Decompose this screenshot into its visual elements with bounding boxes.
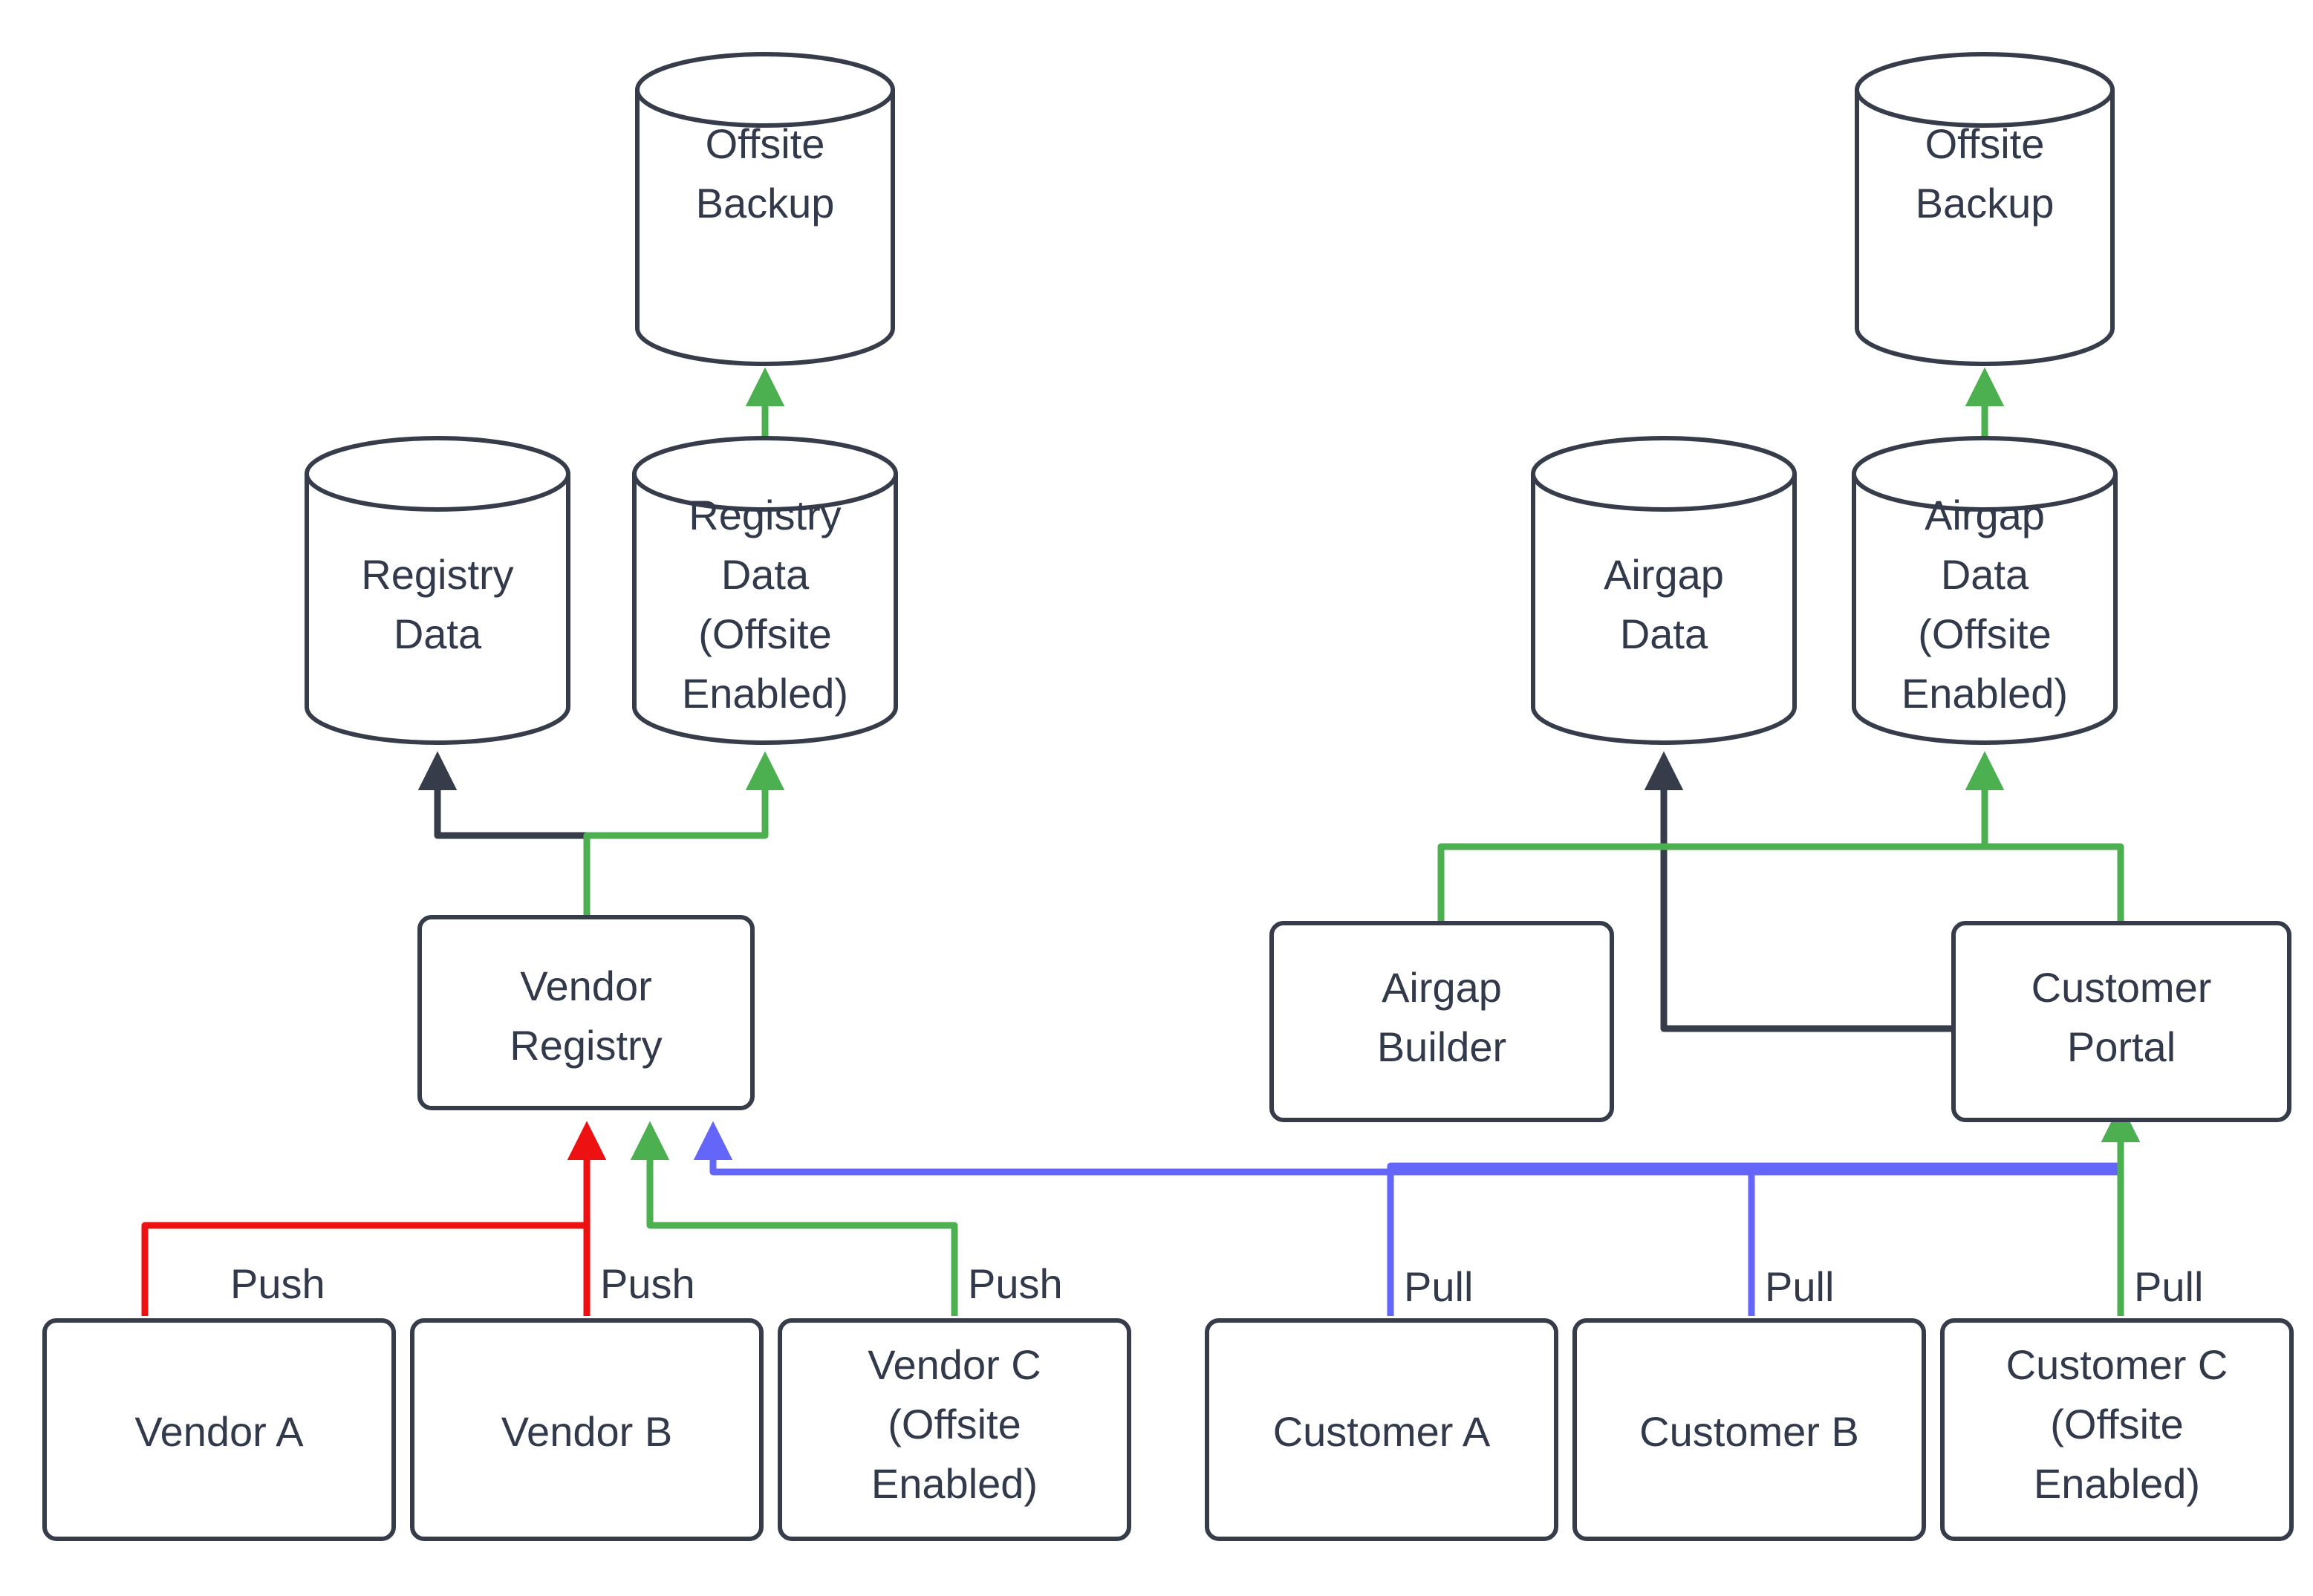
node-label-line: Customer C <box>2006 1341 2228 1388</box>
edge-customera-to-customerportal <box>1387 1103 2141 1316</box>
node-label-line: Vendor C <box>868 1341 1041 1388</box>
node-label-line: Airgap <box>1604 551 1724 598</box>
node-label-line: Backup <box>1916 180 2055 227</box>
node-label-line: Customer A <box>1273 1408 1491 1455</box>
edge-customerportal-to-airgapdata <box>1644 751 1953 1032</box>
node-label-line: Offsite <box>706 120 825 167</box>
node-vendor-c[interactable]: Vendor C (Offsite Enabled) <box>778 1318 1131 1541</box>
node-airgap-data-offsite[interactable]: Airgap Data (Offsite Enabled) <box>1852 436 2118 745</box>
node-vendor-b[interactable]: Vendor B <box>410 1318 764 1541</box>
node-registry-data[interactable]: Registry Data <box>305 436 570 745</box>
node-customer-b[interactable]: Customer B <box>1572 1318 1926 1541</box>
node-vendor-a[interactable]: Vendor A <box>42 1318 396 1541</box>
node-label-line: Registry <box>510 1022 662 1069</box>
node-label-line: Vendor A <box>134 1408 304 1455</box>
node-label-line: Builder <box>1377 1023 1506 1070</box>
edge-label-pull-customer-c: Pull <box>2134 1263 2203 1310</box>
edge-vendorregistry-to-registrydataoffsite <box>583 751 785 915</box>
node-label-line: (Offsite <box>888 1401 1021 1447</box>
node-label-line: Enabled) <box>2034 1460 2200 1507</box>
node-label-line: Enabled) <box>871 1460 1038 1507</box>
edge-airgapbuilder-to-airgapdataoffsite <box>1437 751 2005 921</box>
node-label-line: Data <box>394 610 482 657</box>
node-label-line: Offsite <box>1925 120 2045 167</box>
node-label-line: Airgap <box>1925 492 2045 538</box>
node-label-line: (Offsite <box>1918 610 2051 657</box>
node-label-line: Customer B <box>1639 1408 1859 1455</box>
node-vendor-registry[interactable]: Vendor Registry <box>417 915 755 1110</box>
node-registry-data-offsite[interactable]: Registry Data (Offsite Enabled) <box>632 436 898 745</box>
node-airgap-builder[interactable]: Airgap Builder <box>1269 921 1614 1122</box>
edge-label-pull-customer-b: Pull <box>1765 1263 1834 1310</box>
edge-label-push-vendor-c: Push <box>968 1260 1063 1307</box>
node-label-line: Data <box>1620 610 1708 657</box>
node-label-line: Enabled) <box>1902 670 2068 717</box>
node-label-line: Backup <box>696 180 835 227</box>
node-label-line: Data <box>1941 551 2029 598</box>
node-label-line: (Offsite <box>698 610 831 657</box>
edge-vendorc-to-vendorregistry <box>630 1121 958 1316</box>
edge-vendorregistry-to-registrydata <box>417 751 591 915</box>
node-customer-portal[interactable]: Customer Portal <box>1951 921 2291 1122</box>
node-label-line: Registry <box>689 492 841 538</box>
edge-label-push-vendor-b: Push <box>600 1260 695 1307</box>
node-customer-a[interactable]: Customer A <box>1205 1318 1558 1541</box>
node-label-line: Enabled) <box>682 670 848 717</box>
node-label-line: Data <box>721 551 810 598</box>
node-customer-c[interactable]: Customer C (Offsite Enabled) <box>1940 1318 2294 1541</box>
node-offsite-backup-right[interactable]: Offsite Backup <box>1855 52 2115 366</box>
node-label-line: Customer <box>2031 964 2212 1011</box>
node-label-line: Portal <box>2067 1023 2176 1070</box>
node-label-line: (Offsite <box>2050 1401 2183 1447</box>
node-label-line: Airgap <box>1382 964 1502 1011</box>
node-label-line: Vendor <box>520 963 652 1009</box>
node-label-line: Registry <box>361 551 513 598</box>
node-label-line: Vendor B <box>501 1408 672 1455</box>
node-offsite-backup-left[interactable]: Offsite Backup <box>635 52 895 366</box>
edge-vendora-to-vendorregistry <box>141 1121 607 1316</box>
edge-customerportal-to-airgapdataoffsite <box>1965 751 2124 921</box>
edge-label-pull-customer-a: Pull <box>1404 1263 1473 1310</box>
edge-label-push-vendor-a: Push <box>230 1260 325 1307</box>
node-airgap-data[interactable]: Airgap Data <box>1531 436 1797 745</box>
